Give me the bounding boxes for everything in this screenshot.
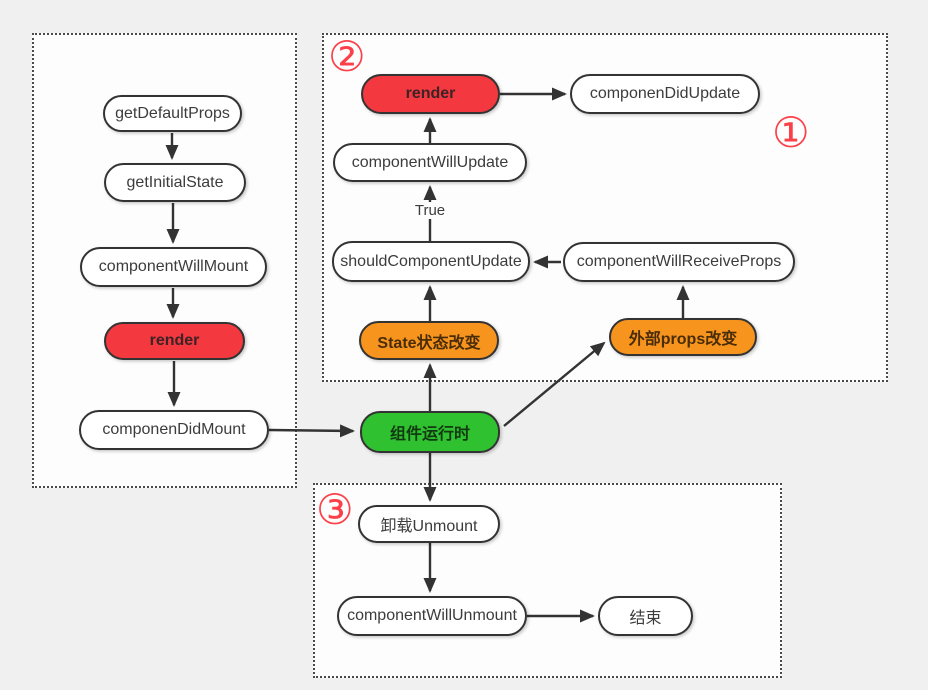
node-render-update: render xyxy=(361,74,500,114)
phase-marker-3: ③ xyxy=(316,486,354,533)
node-props-change: 外部props改变 xyxy=(609,318,757,356)
node-componendidmount: componenDidMount xyxy=(79,410,269,450)
node-componentwillupdate: componentWillUpdate xyxy=(333,143,527,182)
node-shouldcomponentupdate: shouldComponentUpdate xyxy=(332,241,530,282)
true-edge-label: True xyxy=(405,202,455,219)
node-componentwillreceiveprops: componentWillReceiveProps xyxy=(563,242,795,282)
node-component-running: 组件运行时 xyxy=(360,411,500,453)
node-state-change: State状态改变 xyxy=(359,321,499,360)
node-render-mount: render xyxy=(104,322,245,360)
node-end: 结束 xyxy=(598,596,693,636)
phase-marker-2: ② xyxy=(328,33,366,80)
node-componentwillunmount: componentWillUnmount xyxy=(337,596,527,636)
node-componentwillmount: componentWillMount xyxy=(80,247,267,287)
phase-marker-1: ① xyxy=(772,109,810,156)
node-getdefaultprops: getDefaultProps xyxy=(103,95,242,132)
node-unmount: 卸载Unmount xyxy=(358,505,500,543)
node-getinitialstate: getInitialState xyxy=(104,163,246,202)
node-componendidupdate: componenDidUpdate xyxy=(570,74,760,114)
